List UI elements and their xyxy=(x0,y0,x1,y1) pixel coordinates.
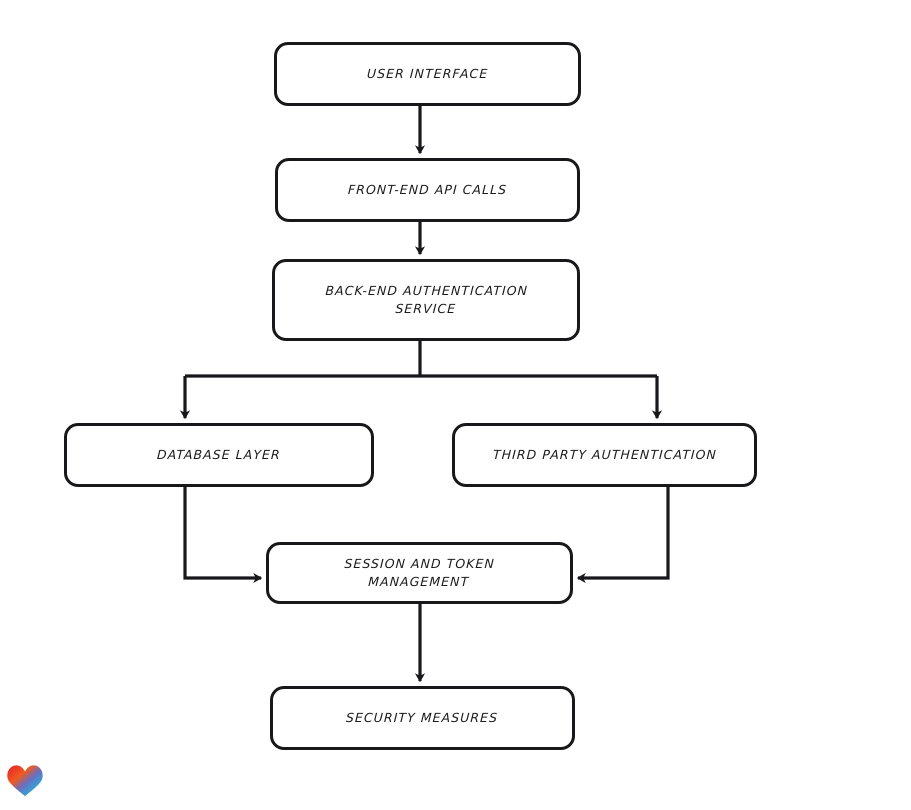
node-user-interface[interactable]: User Interface xyxy=(274,42,581,106)
node-third-party-authentication[interactable]: Third Party Authentication xyxy=(452,423,757,487)
edge-database-to-session xyxy=(183,487,263,584)
node-user-interface-label: User Interface xyxy=(366,65,489,81)
node-third-party-authentication-label: Third Party Authentication xyxy=(492,446,717,462)
node-session-and-token-management-label: Session and Token Management xyxy=(344,555,496,589)
node-database-layer[interactable]: Database Layer xyxy=(64,423,374,487)
node-backend-authentication-service-label: Back-End Authentication Service xyxy=(324,282,529,316)
node-frontend-api-calls-label: Front-End API Calls xyxy=(347,181,508,197)
node-security-measures[interactable]: Security Measures xyxy=(270,686,575,750)
edge-thirdparty-to-session xyxy=(576,487,670,584)
node-session-and-token-management[interactable]: Session and Token Management xyxy=(266,542,573,604)
node-database-layer-label: Database Layer xyxy=(156,446,282,462)
node-backend-authentication-service[interactable]: Back-End Authentication Service xyxy=(272,259,580,341)
node-frontend-api-calls[interactable]: Front-End API Calls xyxy=(275,158,580,222)
node-security-measures-label: Security Measures xyxy=(346,709,499,725)
heart-icon xyxy=(7,765,43,797)
